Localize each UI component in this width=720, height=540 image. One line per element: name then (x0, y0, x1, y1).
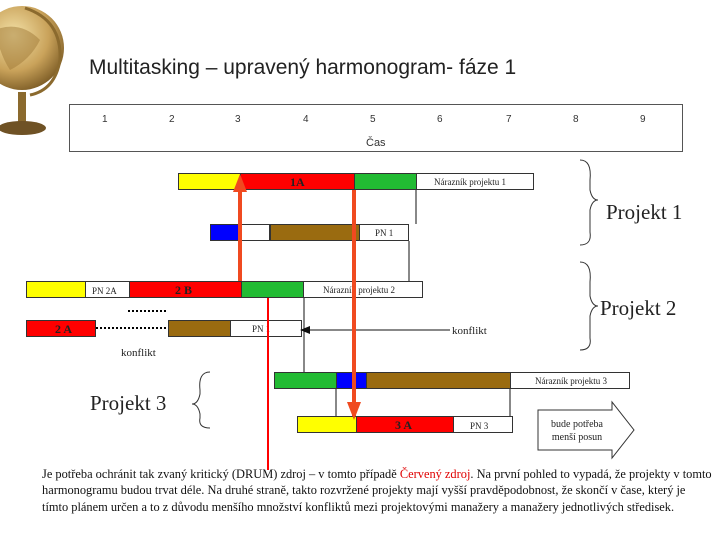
globe-icon (0, 6, 64, 135)
timeline-box (69, 104, 683, 152)
time-tick: 5 (370, 114, 376, 125)
shift-arrow-label: bude potřeba menší posun (551, 419, 603, 443)
drum-arrowhead-1 (233, 174, 247, 192)
pn1-p1-label: PN 1 (375, 228, 394, 238)
buffer-project-1-label: Nárazník projektu 1 (434, 177, 506, 187)
pn1-p1 (359, 224, 409, 241)
drum-arrowhead-2 (347, 402, 361, 420)
time-tick: 4 (303, 114, 309, 125)
time-tick: 2 (169, 114, 175, 125)
pn2a-label: PN 2A (92, 286, 117, 296)
explanation-paragraph: Je potřeba ochránit tak zvaný kritický (… (42, 466, 714, 515)
pn1-p2-label: PN 1 (252, 324, 271, 334)
page-title: Multitasking – upravený harmonogram- fáz… (89, 56, 517, 79)
time-tick: 8 (573, 114, 579, 125)
paragraph-part-2: . Na první pohled to vypadá, že projekty… (42, 467, 712, 514)
time-tick: 3 (235, 114, 241, 125)
paragraph-highlight: Červený zdroj (399, 467, 471, 481)
conflict-left-label: konflikt (121, 347, 156, 359)
conflict-p2-label: konflikt (452, 325, 487, 337)
task-2b-label: 2 B (175, 283, 193, 297)
conflict-arrowhead (300, 326, 310, 334)
time-tick: 1 (102, 114, 108, 125)
buffer-project-2 (303, 281, 423, 298)
task-1a-label: 1A (290, 175, 305, 189)
buffer-project-3-label: Nárazník projektu 3 (535, 376, 607, 386)
time-tick: 9 (640, 114, 646, 125)
pn3-label: PN 3 (470, 421, 489, 431)
time-axis-label: Čas (366, 137, 386, 149)
time-tick: 7 (506, 114, 512, 125)
project-2-label: Projekt 2 (600, 296, 677, 320)
pn1-p2 (230, 320, 302, 337)
shift-arrow (537, 400, 635, 460)
pn3 (453, 416, 513, 433)
buffer-project-3 (510, 372, 630, 389)
task-3a-label: 3 A (395, 418, 413, 432)
brace-project-3 (191, 371, 211, 429)
buffer-project-2-label: Nárazník projektu 2 (323, 285, 395, 295)
project-3-label: Projekt 3 (90, 391, 167, 415)
brace-project-2 (579, 261, 599, 351)
brace-project-1 (579, 159, 599, 246)
time-tick: 6 (437, 114, 443, 125)
buffer-project-1 (416, 173, 534, 190)
task-2a (26, 320, 96, 337)
project-1-label: Projekt 1 (606, 200, 683, 224)
task-2a-label: 2 A (55, 322, 73, 336)
paragraph-part-1: Je potřeba ochránit tak zvaný kritický (… (42, 467, 400, 481)
